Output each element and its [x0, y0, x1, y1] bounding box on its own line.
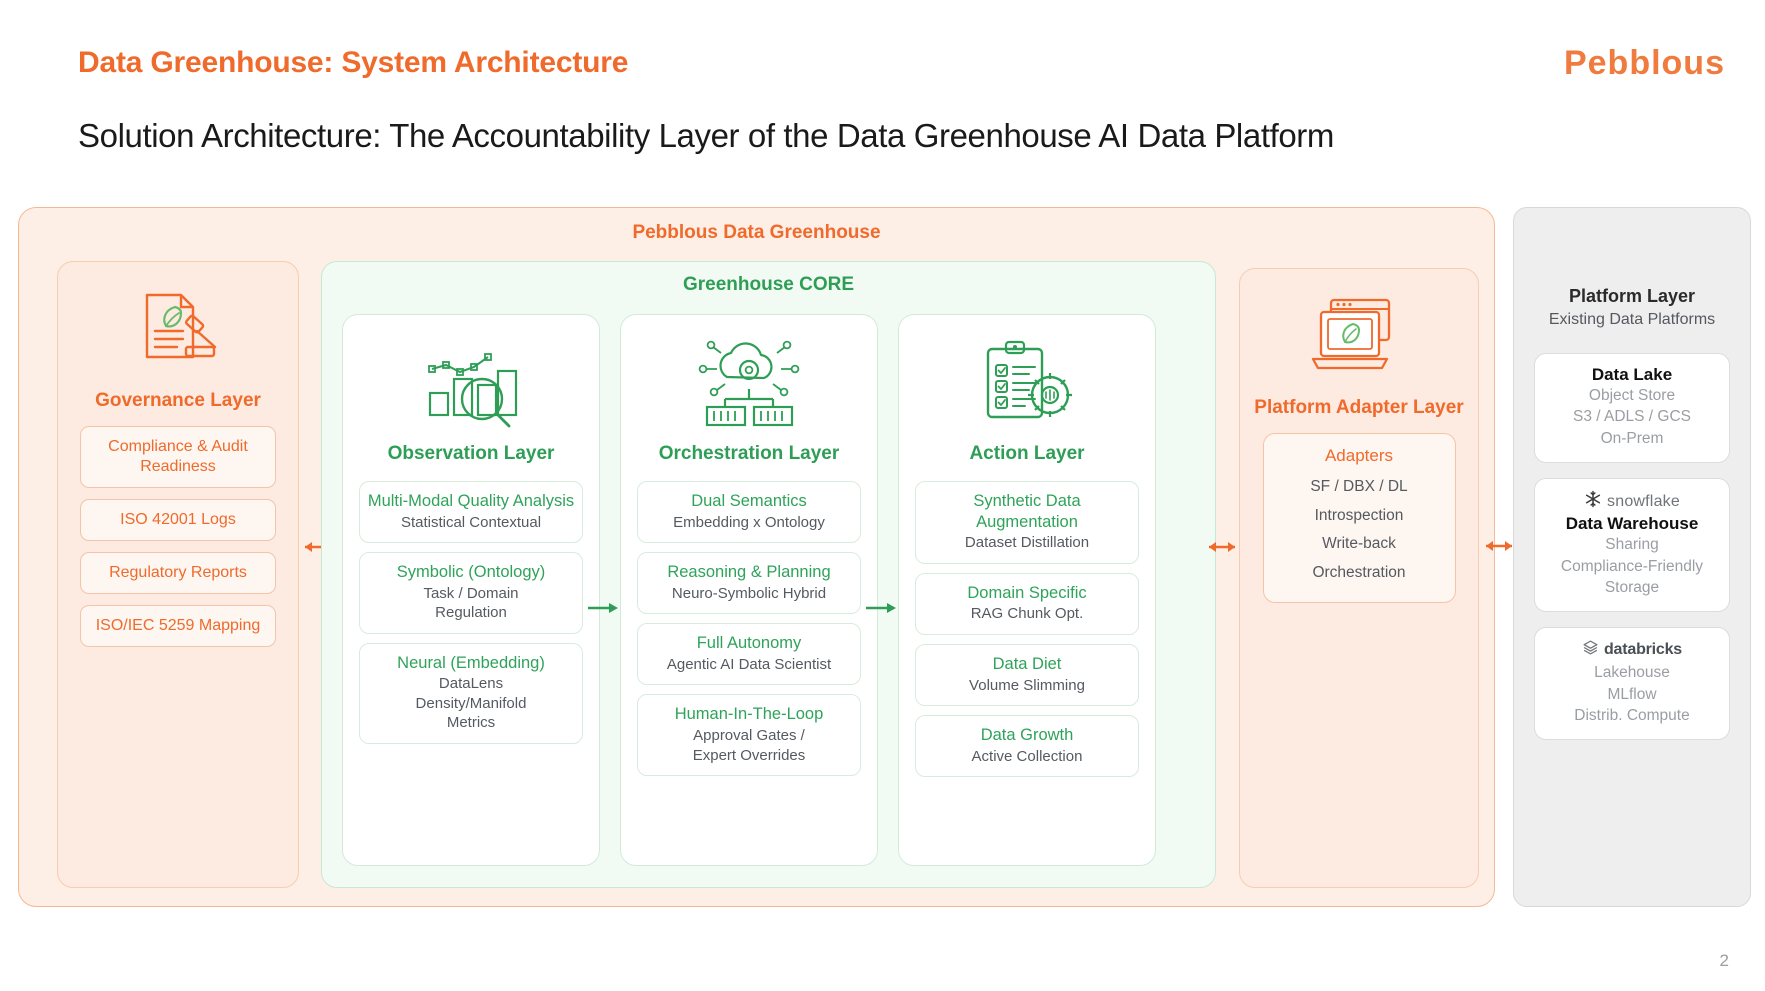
- list-item-head: Symbolic (Ontology): [396, 563, 546, 582]
- databricks-icon: [1582, 639, 1599, 661]
- cloud-gear-network-icon: [697, 331, 801, 439]
- list-item[interactable]: Domain Specific RAG Chunk Opt.: [915, 572, 1139, 635]
- laptop-leaf-icon: [1309, 285, 1409, 393]
- list-item-sub: Active Collection: [971, 747, 1083, 765]
- platform-card-list: Data Lake Object Store S3 / ADLS / GCS O…: [1514, 353, 1750, 741]
- flow-arrow-icon: [587, 601, 619, 620]
- greenhouse-core-frame: Greenhouse CORE: [321, 261, 1216, 888]
- list-item-head: Dual Semantics: [691, 492, 807, 510]
- list-item[interactable]: ISO/IEC 5259 Mapping: [80, 605, 276, 647]
- platform-card-line: Distrib. Compute: [1574, 707, 1690, 724]
- governance-layer-title: Governance Layer: [95, 390, 261, 411]
- list-item-head: Domain Specific: [967, 583, 1087, 602]
- list-item-head: Multi-Modal Quality Analysis: [367, 492, 575, 510]
- bar-chart-magnifier-icon: [420, 331, 522, 439]
- orchestration-layer-title: Orchestration Layer: [658, 443, 840, 464]
- core-title: Greenhouse CORE: [682, 274, 855, 295]
- list-item[interactable]: Synthetic Data Augmentation Dataset Dist…: [915, 481, 1139, 564]
- platform-card-line: MLflow: [1607, 685, 1657, 703]
- list-item[interactable]: Data Growth Active Collection: [915, 715, 1139, 778]
- pebblous-logo: Pebblous: [1563, 44, 1725, 82]
- platform-card-data-lake[interactable]: Data Lake Object Store S3 / ADLS / GCS O…: [1534, 353, 1730, 464]
- platform-card-name: Data Lake: [1591, 365, 1673, 384]
- observation-layer-card: Observation Layer Multi-Modal Quality An…: [342, 314, 600, 866]
- page-number: 2: [1719, 951, 1729, 970]
- adapter-line: Orchestration: [1312, 564, 1406, 582]
- list-item-head: Reasoning & Planning: [667, 563, 831, 582]
- platform-card-line: Lakehouse: [1594, 664, 1670, 682]
- databricks-vendor: databricks: [1541, 639, 1723, 661]
- vendor-label: snowflake: [1607, 492, 1680, 510]
- platform-card-line: Sharing: [1605, 536, 1659, 554]
- orchestration-item-list: Dual Semantics Embedding x Ontology Reas…: [621, 481, 877, 776]
- bidirectional-arrow-icon: [1484, 538, 1514, 559]
- platform-card-data-warehouse[interactable]: snowflake Data Warehouse Sharing Complia…: [1534, 478, 1730, 613]
- bidirectional-arrow-icon: [1207, 539, 1237, 560]
- list-item[interactable]: Compliance & Audit Readiness: [80, 426, 276, 488]
- orchestration-layer-card: Orchestration Layer Dual Semantics Embed…: [620, 314, 878, 866]
- platform-card-line: Storage: [1604, 578, 1660, 596]
- adapters-box[interactable]: Adapters SF / DBX / DL Introspection Wri…: [1262, 433, 1456, 603]
- action-layer-title: Action Layer: [969, 443, 1085, 464]
- page-title: Solution Architecture: The Accountabilit…: [78, 117, 1334, 154]
- governance-layer-column: Governance Layer Compliance & Audit Read…: [57, 261, 299, 888]
- platform-card-name: Data Warehouse: [1565, 514, 1699, 534]
- list-item-sub: Statistical Contextual: [400, 513, 542, 531]
- list-item-sub: Neuro-Symbolic Hybrid: [671, 584, 827, 602]
- snowflake-vendor: snowflake: [1541, 490, 1723, 513]
- page-kicker: Data Greenhouse: System Architecture: [78, 46, 629, 79]
- list-item[interactable]: Reasoning & Planning Neuro-Symbolic Hybr…: [637, 552, 861, 615]
- list-item[interactable]: Multi-Modal Quality Analysis Statistical…: [359, 481, 583, 544]
- list-item-head: Neural (Embedding): [397, 653, 545, 672]
- platform-adapter-layer-column: Platform Adapter Layer Adapters SF / DBX…: [1239, 268, 1479, 888]
- platform-card-line: Object Store: [1588, 387, 1676, 404]
- list-item-head: Data Diet: [992, 654, 1062, 673]
- list-item-head: Synthetic Data Augmentation: [973, 492, 1081, 531]
- list-item-head: Full Autonomy: [696, 634, 802, 653]
- list-item-sub: Agentic AI Data Scientist: [666, 655, 832, 673]
- document-gavel-leaf-icon: [129, 278, 227, 386]
- list-item[interactable]: Human-In-The-Loop Approval Gates /Expert…: [637, 694, 861, 776]
- snowflake-icon: [1584, 490, 1602, 513]
- platform-card-databricks[interactable]: databricks Lakehouse MLflow Distrib. Com…: [1534, 627, 1730, 741]
- observation-layer-title: Observation Layer: [387, 443, 555, 464]
- platform-adapter-layer-title: Platform Adapter Layer: [1254, 397, 1464, 418]
- platform-card-line: Compliance-Friendly: [1560, 557, 1704, 575]
- vendor-label: databricks: [1603, 641, 1683, 659]
- flow-arrow-icon: [865, 601, 897, 620]
- greenhouse-frame: Pebblous Data Greenhouse Governance Laye…: [18, 207, 1495, 907]
- checklist-gear-icon: [978, 331, 1076, 439]
- list-item[interactable]: Full Autonomy Agentic AI Data Scientist: [637, 623, 861, 686]
- adapter-line: Write-back: [1322, 535, 1396, 553]
- platform-card-line: On-Prem: [1600, 429, 1664, 447]
- list-item-head: Data Growth: [980, 726, 1074, 744]
- action-item-list: Synthetic Data Augmentation Dataset Dist…: [899, 481, 1155, 778]
- observation-item-list: Multi-Modal Quality Analysis Statistical…: [343, 481, 599, 744]
- adapter-line: SF / DBX / DL: [1310, 478, 1408, 495]
- adapters-box-title: Adapters: [1324, 446, 1394, 465]
- list-item-head: Human-In-The-Loop: [674, 705, 824, 724]
- list-item[interactable]: Data Diet Volume Slimming: [915, 643, 1139, 706]
- list-item-sub: Dataset Distillation: [964, 534, 1090, 552]
- action-layer-card: Action Layer Synthetic Data Augmentation…: [898, 314, 1156, 866]
- list-item[interactable]: Dual Semantics Embedding x Ontology: [637, 481, 861, 544]
- adapter-line: Introspection: [1314, 506, 1404, 524]
- list-item-sub: Volume Slimming: [969, 676, 1085, 694]
- platform-layer-title: Platform Layer: [1568, 286, 1696, 306]
- list-item-sub: Approval Gates /Expert Overrides: [692, 727, 806, 764]
- greenhouse-title: Pebblous Data Greenhouse: [632, 222, 881, 243]
- list-item-sub: Embedding x Ontology: [673, 513, 825, 531]
- list-item[interactable]: ISO 42001 Logs: [80, 499, 276, 541]
- platform-layer-column: Platform Layer Existing Data Platforms D…: [1513, 207, 1751, 907]
- governance-item-list: Compliance & Audit Readiness ISO 42001 L…: [58, 426, 298, 647]
- list-item[interactable]: Regulatory Reports: [80, 552, 276, 594]
- list-item-sub: RAG Chunk Opt.: [970, 605, 1084, 623]
- platform-layer-subtitle: Existing Data Platforms: [1548, 311, 1716, 328]
- platform-card-line: S3 / ADLS / GCS: [1572, 408, 1692, 426]
